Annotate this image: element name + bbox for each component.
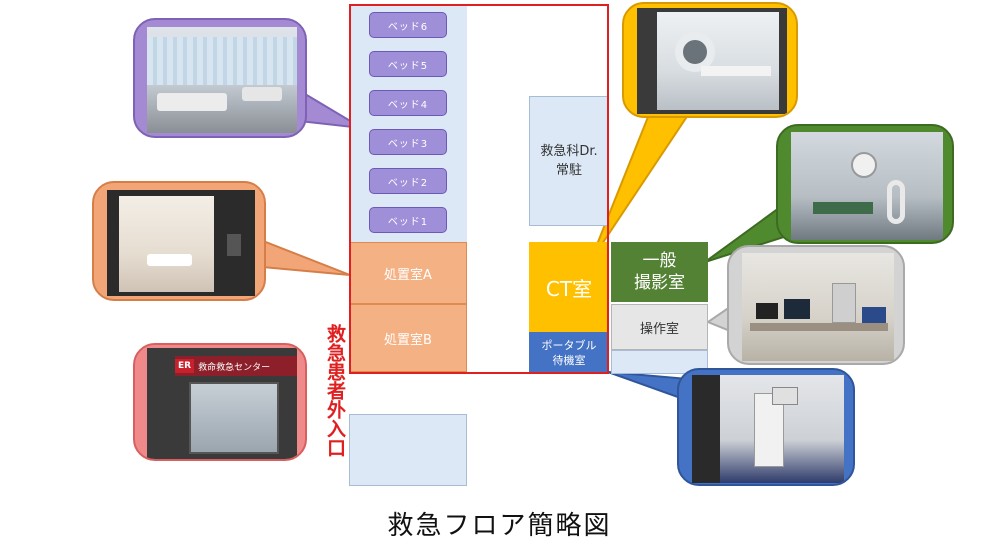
ct-table (701, 66, 771, 76)
er-sign: ER (175, 359, 195, 373)
ct-photo (637, 8, 787, 114)
emergency-zone-boundary (349, 4, 609, 374)
desk (750, 323, 888, 331)
xray-table (813, 202, 873, 214)
control-photo (742, 253, 894, 361)
bed-4: ベッド4 (369, 90, 447, 116)
beds-zone (349, 4, 467, 242)
ct-room-view (657, 12, 779, 110)
portable-head (772, 387, 798, 405)
xray-photo-callout (776, 124, 954, 244)
portable-unit (754, 393, 784, 467)
monitor (756, 303, 778, 319)
control-room: 操作室 (611, 304, 708, 350)
beds-photo (147, 27, 297, 133)
general-xray-room: 一般 撮影室 (611, 242, 708, 302)
xray-tube (887, 180, 905, 224)
xray-line2: 撮影室 (634, 273, 685, 293)
portable-photo-callout (677, 368, 855, 486)
cabinet (832, 283, 856, 323)
xray-photo (791, 132, 943, 240)
doctor-station-line1: 救急科Dr. (540, 144, 598, 159)
bed-2: ベッド2 (369, 168, 447, 194)
lower-left-zone (349, 414, 467, 486)
portable-line1: ポータブル (541, 338, 597, 352)
ct-gantry (675, 32, 715, 72)
bed-5: ベッド5 (369, 51, 447, 77)
treatment-photo (107, 190, 255, 296)
xray-arm (851, 152, 877, 178)
bed-shape (242, 87, 282, 101)
bed-shape (157, 93, 227, 111)
entrance-sign-bar: ER 救命救急センター (175, 356, 297, 376)
treatment-room-a: 処置室A (349, 242, 467, 304)
treatment-photo-callout (92, 181, 266, 301)
monitor (784, 299, 810, 319)
emergency-entrance-label: 救急患者外入口 (324, 323, 346, 457)
doctor-station: 救急科Dr. 常駐 (529, 96, 609, 226)
glass-door (189, 382, 279, 454)
door-frame (692, 375, 720, 483)
door-sign (227, 234, 241, 256)
diagram-caption: 救急フロア簡略図 (387, 511, 612, 541)
center-sign: 救命救急センター (198, 362, 271, 373)
monitor (862, 307, 886, 325)
entrance-photo-callout: ER 救命救急センター (133, 343, 307, 461)
ct-room: CT室 (529, 242, 609, 332)
ct-photo-callout (622, 2, 798, 118)
treatment-room-b: 処置室B (349, 304, 467, 372)
control-photo-callout (727, 245, 905, 365)
bed-6: ベッド6 (369, 12, 447, 38)
beds-photo-callout (133, 18, 307, 138)
stretcher (147, 254, 192, 266)
portable-standby-room: ポータブル 待機室 (529, 332, 609, 373)
entrance-photo: ER 救命救急センター (147, 348, 297, 459)
portable-line2: 待機室 (552, 353, 586, 367)
bed-1: ベッド1 (369, 207, 447, 233)
curtain (147, 37, 297, 85)
portable-photo (692, 375, 844, 483)
doctor-station-line2: 常駐 (555, 163, 582, 178)
bed-3: ベッド3 (369, 129, 447, 155)
doorway (119, 196, 214, 292)
xray-line1: 一般 (642, 251, 677, 271)
